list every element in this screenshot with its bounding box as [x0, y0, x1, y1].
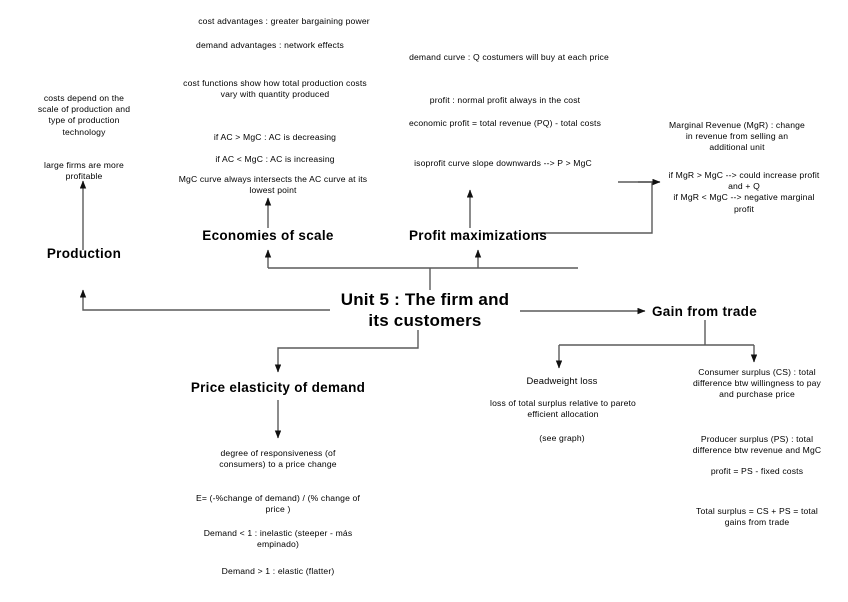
note-total-surplus: Total surplus = CS + PS = total gains fr…: [696, 506, 818, 528]
note-mgc-intersects-ac: MgC curve always intersects the AC curve…: [178, 174, 368, 196]
note-profit-normal: profit : normal profit always in the cos…: [429, 95, 581, 105]
connector-gain-down-fork: [555, 320, 758, 369]
heading-profit-maximizations[interactable]: Profit maximizations: [408, 228, 548, 243]
note-mgr-vs-mgc: if MgR > MgC --> could increase profit a…: [668, 170, 820, 214]
note-deadweight-loss-desc: loss of total surplus relative to pareto…: [490, 398, 636, 420]
note-cost-functions: cost functions show how total production…: [183, 78, 367, 100]
note-demand-elastic: Demand > 1 : elastic (flatter): [221, 566, 335, 576]
note-producer-surplus: Producer surplus (PS) : total difference…: [692, 434, 822, 456]
note-demand-inelastic: Demand < 1 : inelastic (steeper - más em…: [203, 528, 353, 550]
heading-gain-from-trade[interactable]: Gain from trade: [652, 304, 758, 319]
note-demand-curve: demand curve : Q costumers will buy at e…: [409, 52, 609, 62]
note-isoprofit-curve: isoprofit curve slope downwards --> P > …: [414, 158, 592, 168]
note-profit-ps-fixed-costs: profit = PS - fixed costs: [710, 466, 804, 476]
note-elasticity-formula: E= (-%change of demand) / (% change of p…: [195, 493, 361, 515]
note-see-graph: (see graph): [539, 433, 585, 443]
heading-economies-of-scale[interactable]: Economies of scale: [202, 228, 334, 243]
note-degree-of-responsiveness: degree of responsiveness (of consumers) …: [219, 448, 337, 470]
note-demand-advantages: demand advantages : network effects: [196, 40, 344, 50]
note-production-large-firms: large firms are more profitable: [44, 160, 124, 182]
label-deadweight-loss: Deadweight loss: [526, 375, 598, 386]
note-ac-less-mgc: if AC < MgC : AC is increasing: [215, 154, 335, 164]
note-ac-greater-mgc: if AC > MgC : AC is decreasing: [213, 132, 337, 142]
connector-profitmax-to-mgr: [537, 178, 661, 234]
heading-price-elasticity-of-demand[interactable]: Price elasticity of demand: [190, 380, 366, 395]
heading-production[interactable]: Production: [46, 246, 122, 261]
connector-center-up-fork: [264, 249, 578, 290]
connector-center-to-production: [79, 289, 330, 311]
note-economic-profit: economic profit = total revenue (PQ) - t…: [408, 118, 602, 128]
center-node-unit5[interactable]: Unit 5 : The firm and its customers: [340, 290, 510, 331]
note-marginal-revenue: Marginal Revenue (MgR) : change in reven…: [668, 120, 805, 153]
note-consumer-surplus: Consumer surplus (CS) : total difference…: [692, 367, 822, 400]
note-cost-advantages: cost advantages : greater bargaining pow…: [198, 16, 370, 26]
note-production-costs: costs depend on the scale of production …: [37, 93, 131, 137]
connector-center-to-elasticity: [274, 330, 419, 373]
